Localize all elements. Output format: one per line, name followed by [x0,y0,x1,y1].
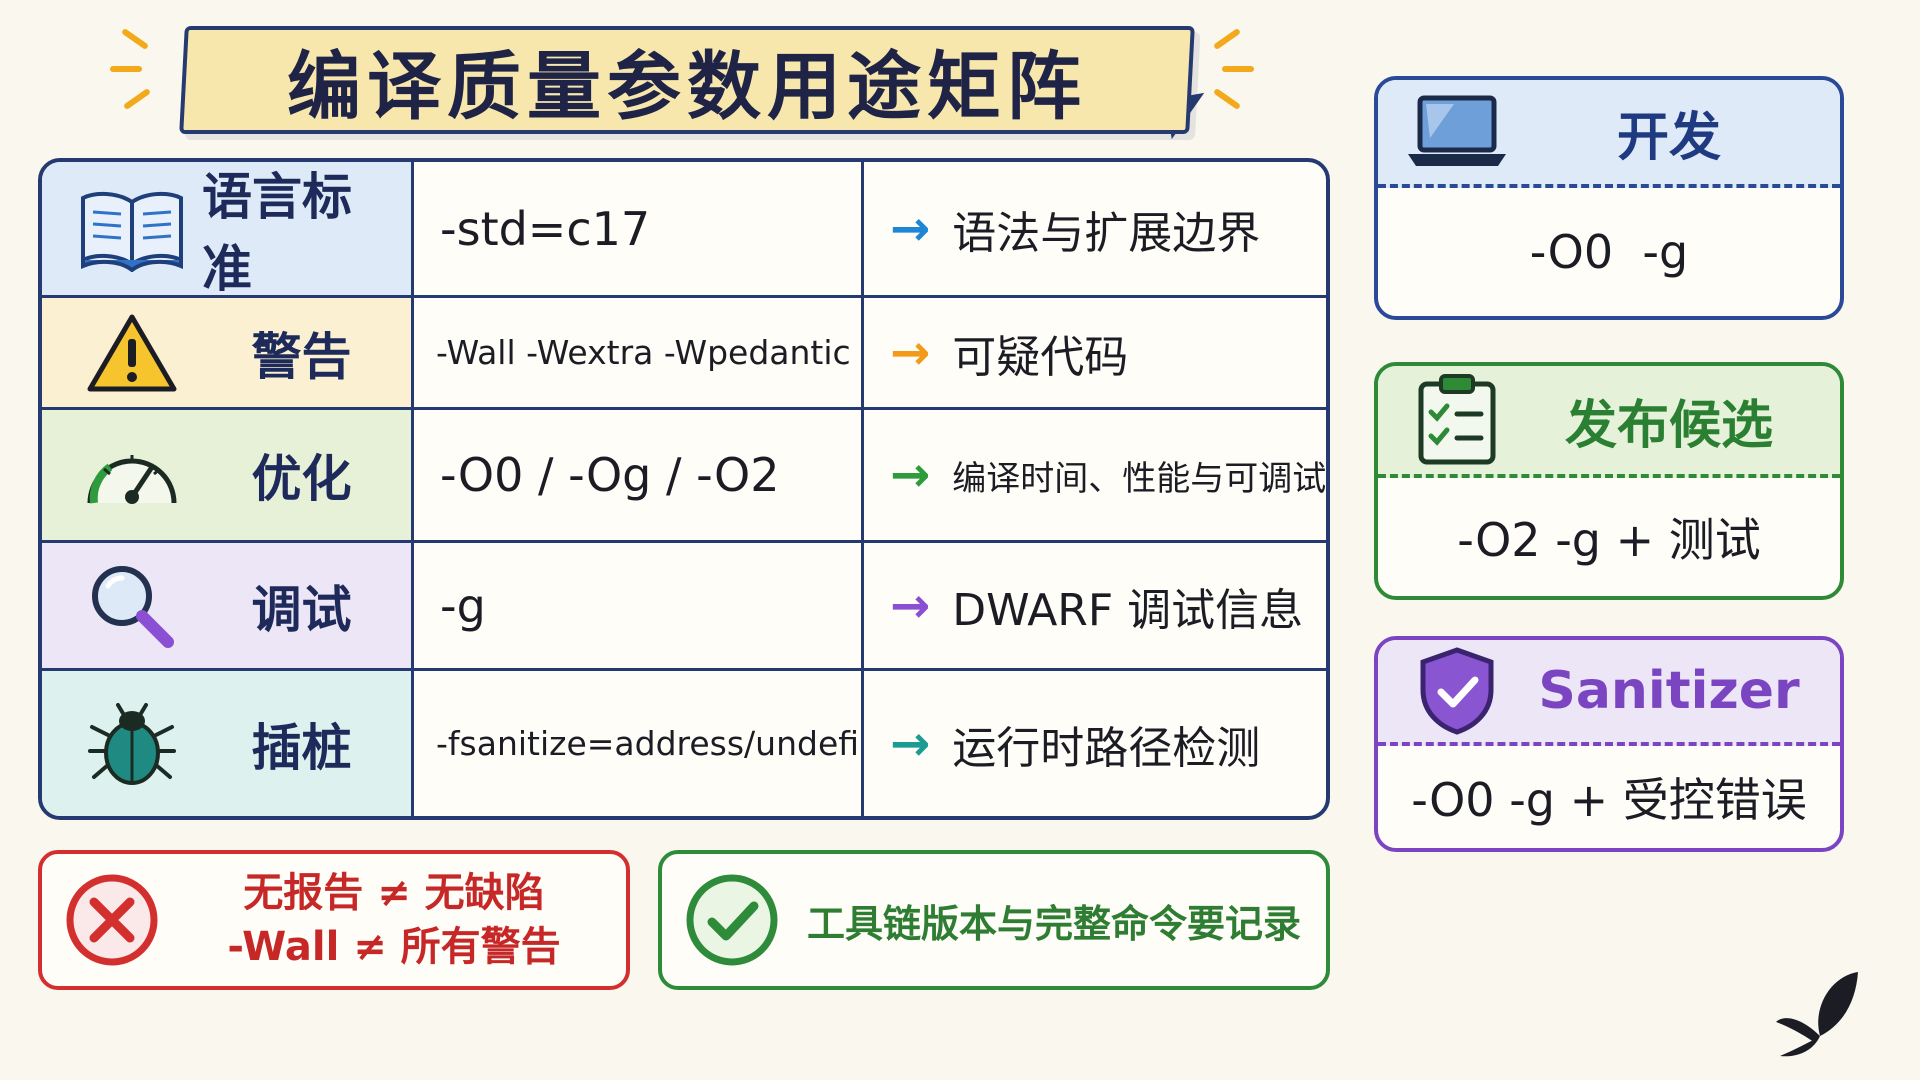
parameter-matrix: 语言标准 -std=c17 → 语法与扩展边界 警告 -Wall -Wextra… [38,158,1330,820]
clipboard-icon [1404,374,1510,465]
note-line: 工具链版本与完整命令要记录 [806,901,1301,946]
note-warning: 无报告 ≠ 无缺陷 -Wall ≠ 所有警告 [38,850,630,990]
arrow-right-icon: → [890,715,931,772]
gauge-icon [76,427,188,523]
category-cell: 插桩 [42,671,414,816]
purpose-text: 语法与扩展边界 [952,207,1261,259]
category-cell: 优化 [42,410,414,540]
flags-cell: -Wall -Wextra -Wpedantic [414,298,864,407]
warning-icon [76,305,188,401]
title-spark [122,87,152,111]
laptop-icon [1404,88,1510,176]
purpose-text: 可疑代码 [952,331,1129,383]
title-spark [110,66,142,72]
purpose-text: DWARF 调试信息 [952,584,1304,636]
card-header: 开发 [1378,80,1840,188]
matrix-row-debug: 调试 -g → DWARF 调试信息 [42,543,1326,671]
matrix-row-warnings: 警告 -Wall -Wextra -Wpedantic → 可疑代码 [42,298,1326,410]
purpose-cell: → 编译时间、性能与可调试性 [864,410,1326,540]
card-header: 发布候选 [1378,366,1840,478]
category-label: 插桩 [251,718,352,777]
arrow-right-icon: → [890,447,931,503]
card-command: -O0 -g + 受控错误 [1411,773,1807,827]
magnifier-icon [76,558,188,654]
card-release-candidate: 发布候选 -O2 -g + 测试 [1374,362,1844,600]
card-title: 发布候选 [1564,395,1773,456]
butterfly-icon [1776,972,1858,1057]
title-spark [120,27,150,51]
card-title: Sanitizer [1538,661,1800,721]
purpose-cell: → DWARF 调试信息 [864,543,1326,668]
title-spark [1212,87,1242,111]
note-text: 工具链版本与完整命令要记录 [782,893,1326,948]
category-label: 语言标准 [202,167,352,298]
card-development: 开发 -O0 -g [1374,76,1844,320]
flags-cell: -O0 / -Og / -O2 [414,410,864,540]
matrix-row-instrumentation: 插桩 -fsanitize=address/undefined → 运行时路径检… [42,671,1326,816]
page-title: 编译质量参数用途矩阵 [287,43,1087,130]
note-line: 无报告 ≠ 无缺陷 [243,870,545,916]
purpose-cell: → 可疑代码 [864,298,1326,407]
note-line: -Wall ≠ 所有警告 [227,924,561,970]
category-cell: 调试 [42,543,414,668]
card-command: -O2 -g + 测试 [1457,513,1761,567]
title-spark [1222,66,1254,72]
category-cell: 警告 [42,298,414,407]
category-label: 警告 [251,327,352,386]
card-command: -O0 -g [1529,225,1689,279]
purpose-text: 运行时路径检测 [952,722,1261,774]
purpose-cell: → 语法与扩展边界 [864,162,1326,295]
flags-cell: -g [414,543,864,668]
bug-icon [76,696,188,792]
note-record: 工具链版本与完整命令要记录 [658,850,1330,990]
category-label: 优化 [251,450,352,508]
purpose-text: 编译时间、性能与可调试性 [952,458,1326,499]
check-icon [686,874,778,966]
arrow-right-icon: → [890,324,931,381]
flags-cell: -std=c17 [414,162,864,295]
matrix-row-standard: 语言标准 -std=c17 → 语法与扩展边界 [42,162,1326,298]
category-cell: 语言标准 [42,162,414,298]
card-sanitizer: Sanitizer -O0 -g + 受控错误 [1374,636,1844,852]
book-icon [76,181,188,277]
shield-icon [1404,647,1510,735]
title-spark [1212,27,1242,51]
arrow-right-icon: → [890,577,931,634]
cross-icon [66,874,158,966]
arrow-right-icon: → [890,200,931,257]
flags-cell: -fsanitize=address/undefined [414,671,864,816]
matrix-row-optimization: 优化 -O0 / -Og / -O2 → 编译时间、性能与可调试性 [42,410,1326,543]
card-title: 开发 [1616,107,1721,168]
purpose-cell: → 运行时路径检测 [864,671,1326,816]
card-header: Sanitizer [1378,640,1840,746]
note-text: 无报告 ≠ 无缺陷 -Wall ≠ 所有警告 [162,866,626,974]
category-label: 调试 [251,580,352,639]
